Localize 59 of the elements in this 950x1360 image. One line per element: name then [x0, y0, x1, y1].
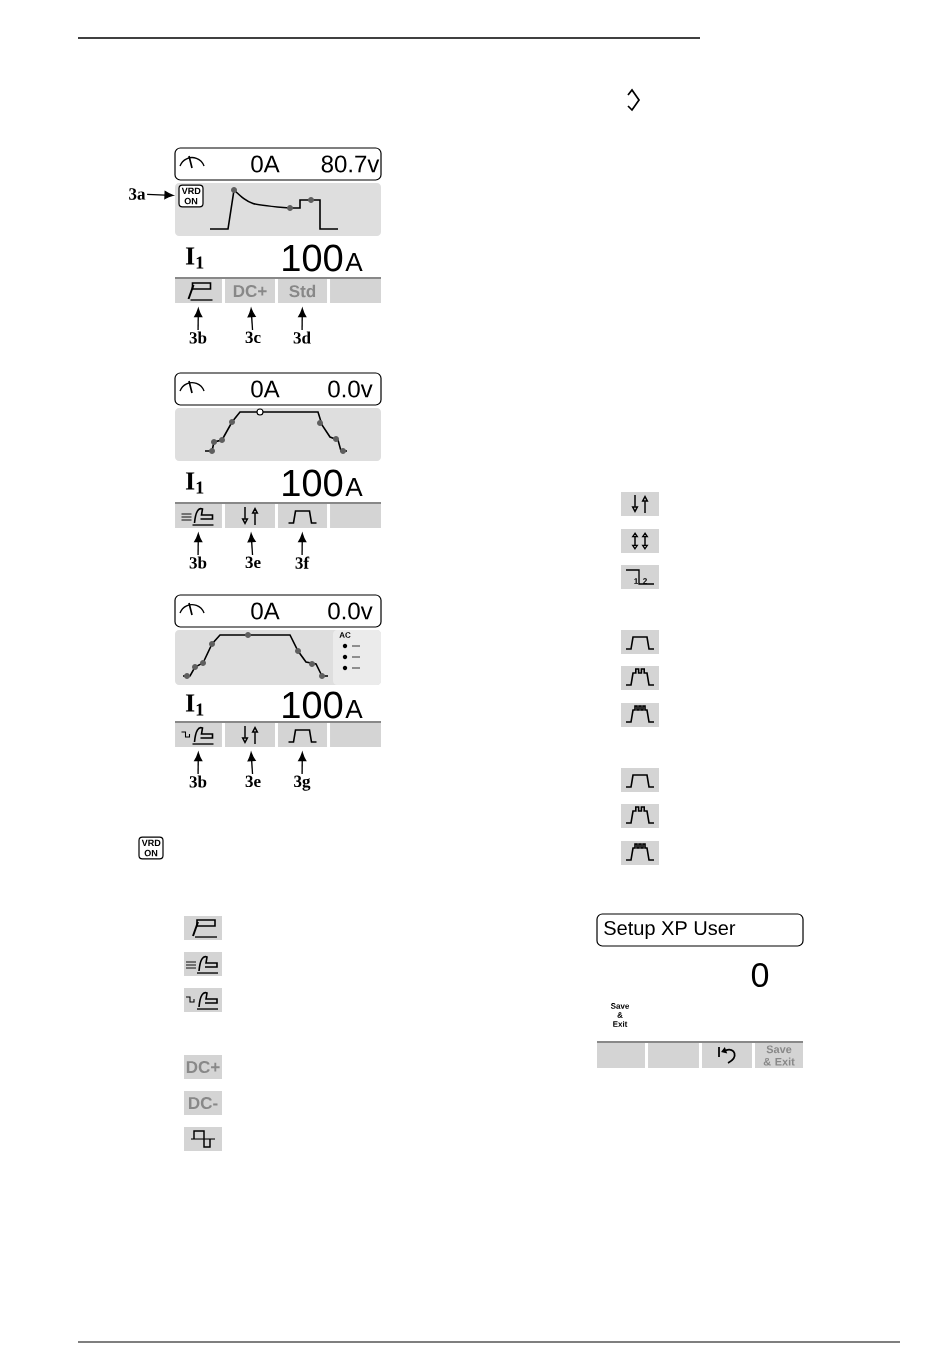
arrow: [298, 533, 307, 556]
callout-label: 3e: [245, 775, 261, 788]
parameter-name: I$_{1}$: [185, 247, 204, 269]
button-legend: Save & Exit: [610, 1003, 630, 1027]
mode-tab: Std: [277, 279, 328, 303]
arrow: [194, 752, 203, 775]
back-tab: [702, 1043, 752, 1069]
parameter-name: I$_{1}$: [185, 694, 204, 716]
mode-tab: [175, 504, 222, 528]
readout-value: 0.0v: [328, 602, 373, 620]
empty-tab: [330, 723, 381, 747]
readout-value: 80.7v: [321, 155, 380, 173]
mode-tab: [277, 723, 328, 747]
empty-tab: [330, 279, 381, 303]
callout-label: 3d: [293, 331, 311, 344]
vrd-badge: VRD ON: [138, 836, 164, 860]
readout-value: 0A: [251, 602, 280, 620]
readout-value: 0.0v: [328, 380, 373, 398]
empty-tab: [648, 1043, 699, 1069]
screen-title: Setup XP User: [604, 920, 736, 940]
arrow: [194, 308, 203, 331]
arrow: [247, 308, 256, 331]
callout-label: 3g: [294, 775, 311, 791]
callout-label: 3b: [189, 331, 207, 344]
arrow: [298, 308, 307, 331]
save-exit-tab: Save & Exit: [755, 1043, 803, 1069]
icon-digit: 1: [634, 578, 638, 584]
arrow: [194, 533, 203, 556]
callout-label: 3c: [245, 331, 261, 344]
readout-value: 0A: [251, 380, 280, 398]
parameter-value: 100: [283, 244, 343, 272]
mode-tab: [277, 504, 328, 528]
callout-label: 3b: [189, 556, 207, 569]
callout-label: 3f: [295, 556, 310, 569]
empty-tab: [330, 504, 381, 528]
parameter-value: 100: [283, 469, 343, 497]
callout-label: 3a: [129, 188, 146, 200]
unit-label: A: [345, 478, 363, 496]
arrow: [298, 752, 307, 775]
arrow: [247, 752, 256, 775]
parameter-value: 100: [283, 691, 343, 719]
mode-tab: [225, 504, 275, 528]
mode-label: AC: [339, 632, 351, 638]
arrow: [146, 190, 174, 200]
vrd-badge: VRD ON: [178, 184, 204, 208]
callout-label: 3b: [189, 775, 207, 788]
arrow: [247, 533, 256, 556]
mode-tab: DC+: [225, 279, 275, 303]
callout-label: 3e: [245, 556, 261, 569]
unit-label: A: [345, 253, 363, 271]
empty-tab: [597, 1043, 645, 1069]
mode-tab: [175, 723, 222, 747]
icon-digit: 2: [643, 578, 647, 584]
unit-label: A: [345, 700, 363, 718]
parameter-name: I$_{1}$: [185, 472, 204, 494]
parameter-value: 0: [751, 963, 769, 988]
mode-tab: [225, 723, 275, 747]
readout-value: 0A: [251, 155, 280, 173]
mode-tab: [175, 279, 222, 303]
